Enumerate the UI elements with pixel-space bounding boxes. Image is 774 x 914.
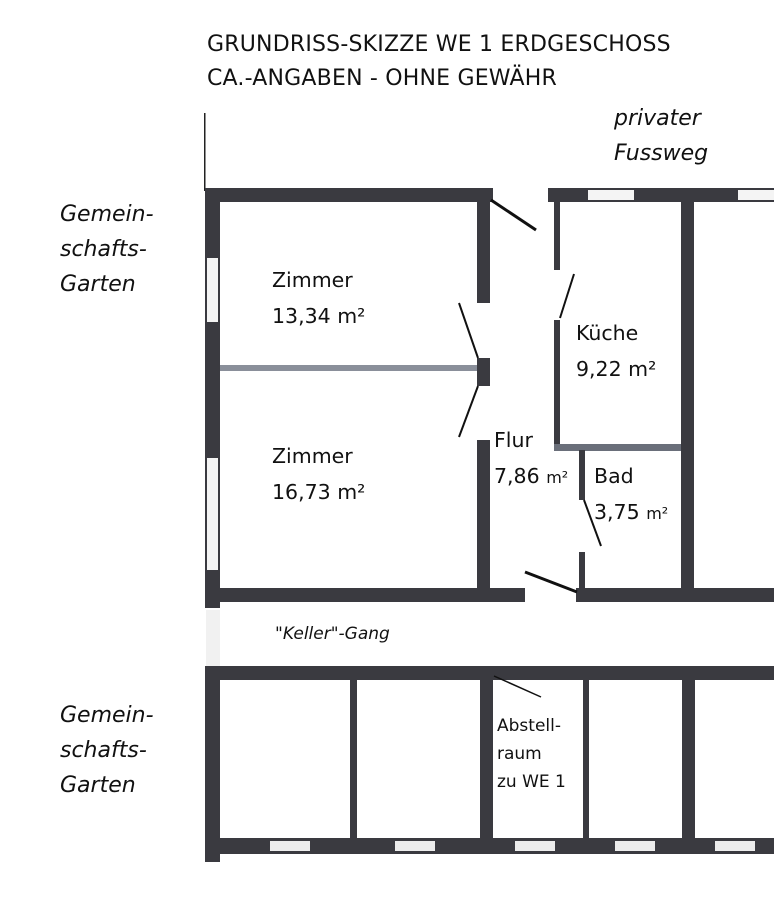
label-fussweg: Fussweg — [614, 141, 709, 166]
wall-gang-top-right — [576, 588, 774, 602]
wall-top-left — [205, 188, 493, 202]
room-zimmer-2-area: 16,73 m² — [272, 480, 366, 504]
window-left-2 — [207, 458, 218, 570]
room-abstellraum-line-1: Abstell- — [497, 716, 561, 736]
wall-gang-bottom — [205, 666, 774, 680]
wall-kitchen-top — [554, 200, 560, 270]
garden-bottom-line-1: Gemein- — [60, 703, 154, 728]
room-flur-name: Flur — [494, 428, 533, 452]
room-bad-area-value: 3,75 — [594, 500, 640, 524]
garden-top-line-3: Garten — [60, 272, 136, 297]
wall-bad-left-upper — [579, 450, 585, 500]
wall-cellar-3 — [583, 678, 589, 840]
room-kueche-area: 9,22 m² — [576, 357, 657, 381]
room-kueche-name: Küche — [576, 321, 639, 345]
wall-kitchen-bottom — [554, 444, 682, 451]
door-bad — [583, 499, 602, 547]
garden-bottom-line-2: schafts- — [60, 738, 147, 763]
title-line-1: GRUNDRISS-SKIZZE WE 1 ERDGESCHOSS — [207, 32, 671, 57]
room-abstellraum-line-3: zu WE 1 — [497, 772, 566, 792]
window-top — [588, 190, 634, 200]
room-flur-area: 7,86 m² — [494, 458, 568, 496]
wall-cellar-1 — [350, 678, 357, 840]
gang-opening — [206, 610, 220, 666]
title-line-2: CA.-ANGABEN - OHNE GEWÄHR — [207, 66, 558, 91]
wall-zimmer-partition — [220, 365, 482, 371]
wall-kitchen-left — [554, 320, 560, 450]
wall-flur-mid — [477, 358, 490, 386]
window-left-1 — [207, 258, 218, 322]
room-zimmer-2-name: Zimmer — [272, 444, 353, 468]
room-zimmer-1-area: 13,34 m² — [272, 304, 366, 328]
room-zimmer-1-name: Zimmer — [272, 268, 353, 292]
window-cellar-1 — [270, 841, 310, 851]
room-bad-area-unit: m² — [646, 504, 669, 523]
wall-right-inner — [681, 200, 694, 598]
room-bad-name: Bad — [594, 464, 634, 488]
wall-cellar-4 — [682, 678, 695, 840]
room-flur-area-value: 7,86 — [494, 464, 540, 488]
wall-gang-top-left — [205, 588, 525, 602]
wall-cellar-left — [205, 666, 220, 862]
window-cellar-2 — [395, 841, 435, 851]
door-flur-gang — [524, 570, 578, 594]
label-privater: privater — [614, 106, 701, 131]
door-kitchen — [559, 273, 575, 319]
wall-flur-upper — [477, 195, 490, 303]
garden-top-line-1: Gemein- — [60, 202, 154, 227]
label-keller-gang: "Keller"-Gang — [275, 624, 390, 644]
window-cellar-5 — [715, 841, 755, 851]
door-entrance — [490, 198, 537, 232]
door-zimmer-2 — [458, 385, 479, 438]
door-abstellraum — [493, 675, 542, 698]
wall-cellar-2 — [480, 678, 493, 840]
window-cellar-3 — [515, 841, 555, 851]
garden-top-line-2: schafts- — [60, 237, 147, 262]
wall-bad-left-lower — [579, 552, 585, 598]
window-cellar-4 — [615, 841, 655, 851]
plot-boundary-line — [204, 113, 206, 191]
door-zimmer-1 — [458, 302, 479, 359]
garden-bottom-line-3: Garten — [60, 773, 136, 798]
room-bad-area: 3,75 m² — [594, 494, 668, 532]
room-abstellraum-line-2: raum — [497, 744, 542, 764]
room-flur-area-unit: m² — [546, 468, 569, 487]
window-top-2 — [738, 190, 774, 200]
wall-flur-lower — [477, 440, 490, 598]
